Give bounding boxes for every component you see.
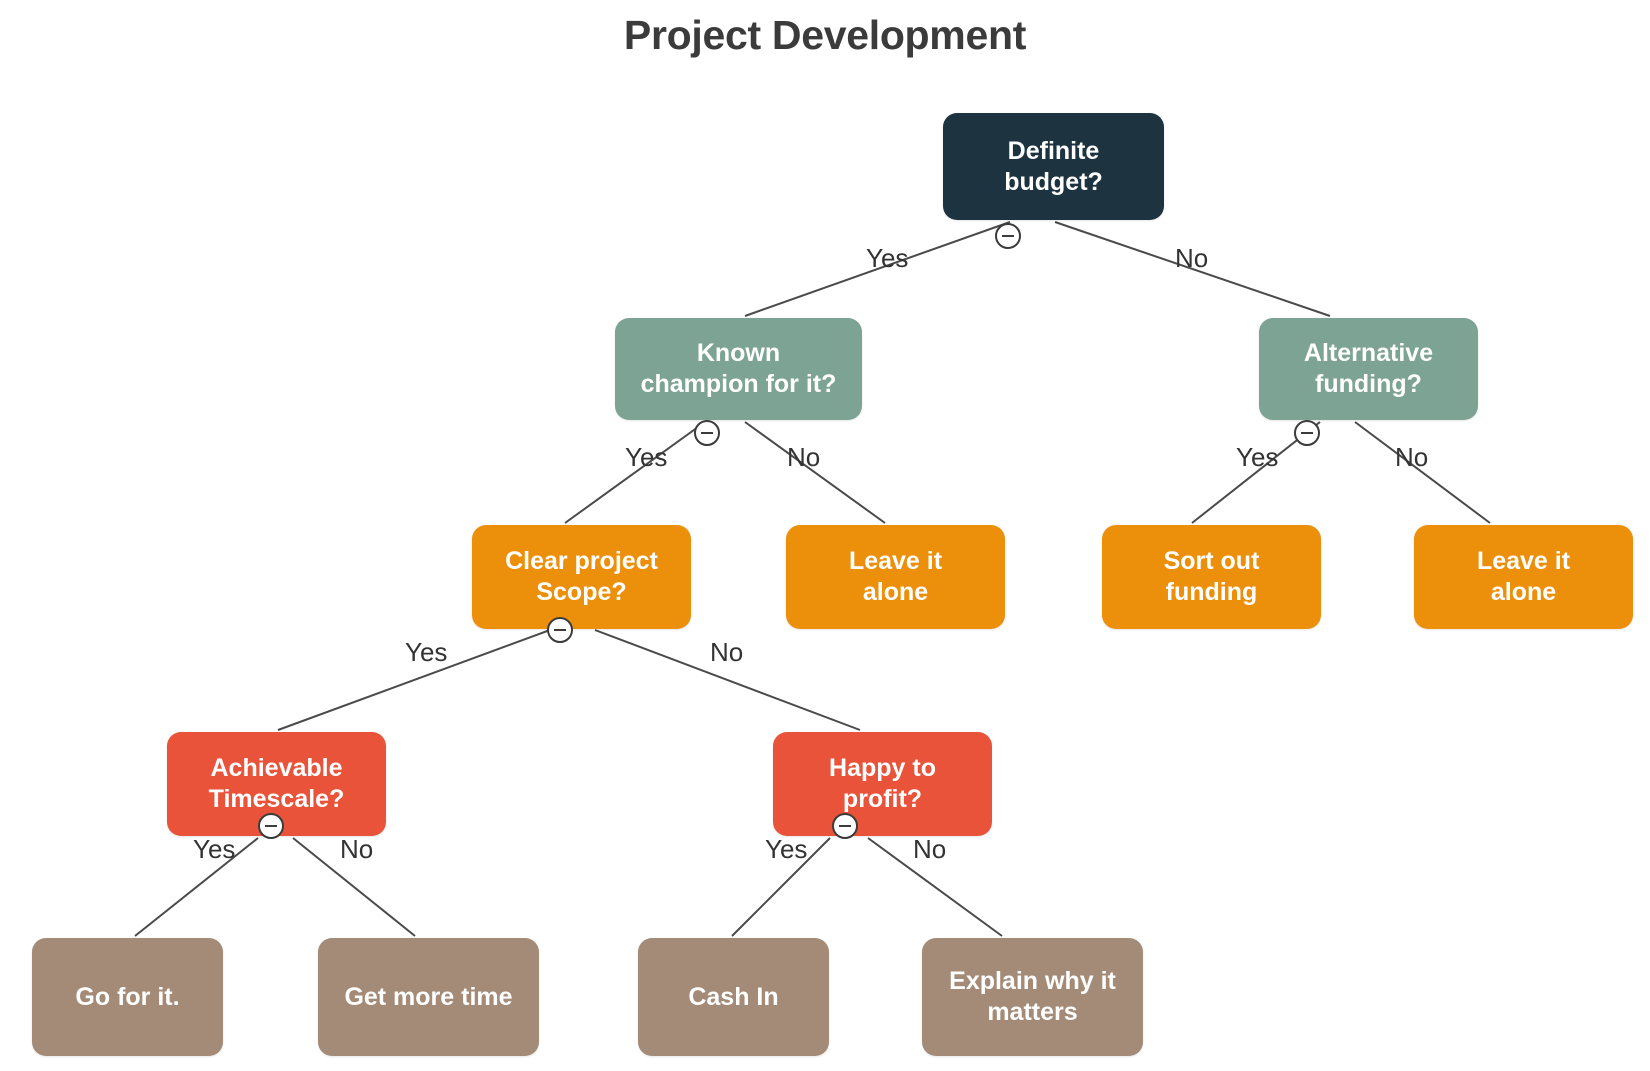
tree-edge-n1-n3 — [564, 421, 706, 524]
tree-node-happy-to-profit[interactable]: Happy to profit? — [773, 732, 992, 836]
collapse-toggle-definite-budget[interactable] — [995, 223, 1021, 249]
page-title: Project Development — [623, 12, 1027, 58]
tree-node-cash-in[interactable]: Cash In — [638, 938, 829, 1056]
edge-label-n2-n6-no: No — [1395, 442, 1429, 472]
tree-node-known-champion-for-it[interactable]: Known champion for it? — [615, 318, 862, 420]
collapse-toggle-achievable[interactable] — [258, 813, 284, 839]
collapse-toggle-happy-profit[interactable] — [832, 813, 858, 839]
tree-node-alternative-funding[interactable]: Alternative funding? — [1259, 318, 1478, 420]
tree-node-explain-why-it-matters[interactable]: Explain why it matters — [922, 938, 1143, 1056]
edge-label-n3-n7-yes: Yes — [405, 637, 448, 667]
edge-label-n0-n1-yes: Yes — [866, 243, 909, 273]
edge-label-n7-n10-no: No — [340, 834, 374, 864]
tree-node-clear-project-scope[interactable]: Clear project Scope? — [472, 525, 691, 629]
edge-label-n0-n2-no: No — [1175, 243, 1209, 273]
tree-node-leave-it-alone[interactable]: Leave it alone — [786, 525, 1005, 629]
edge-label-n3-n8-no: No — [710, 637, 744, 667]
tree-node-leave-it-alone[interactable]: Leave it alone — [1414, 525, 1633, 629]
tree-node-definite-budget[interactable]: Definite budget? — [943, 113, 1164, 220]
collapse-toggle-alternative-funding[interactable] — [1294, 420, 1320, 446]
edge-label-n7-n9-yes: Yes — [193, 834, 236, 864]
edge-label-n1-n3-yes: Yes — [625, 442, 668, 472]
edge-label-n8-n12-no: No — [913, 834, 947, 864]
collapse-toggle-clear-scope[interactable] — [547, 617, 573, 643]
collapse-toggle-known-champion[interactable] — [694, 420, 720, 446]
tree-node-go-for-it[interactable]: Go for it. — [32, 938, 223, 1056]
tree-edge-n2-n6 — [1354, 421, 1491, 524]
edge-label-n2-n5-yes: Yes — [1236, 442, 1279, 472]
tree-edge-n1-n4 — [744, 421, 886, 524]
edge-label-n1-n4-no: No — [787, 442, 821, 472]
tree-node-get-more-time[interactable]: Get more time — [318, 938, 539, 1056]
tree-node-sort-out-funding[interactable]: Sort out funding — [1102, 525, 1321, 629]
edge-label-n8-n11-yes: Yes — [765, 834, 808, 864]
